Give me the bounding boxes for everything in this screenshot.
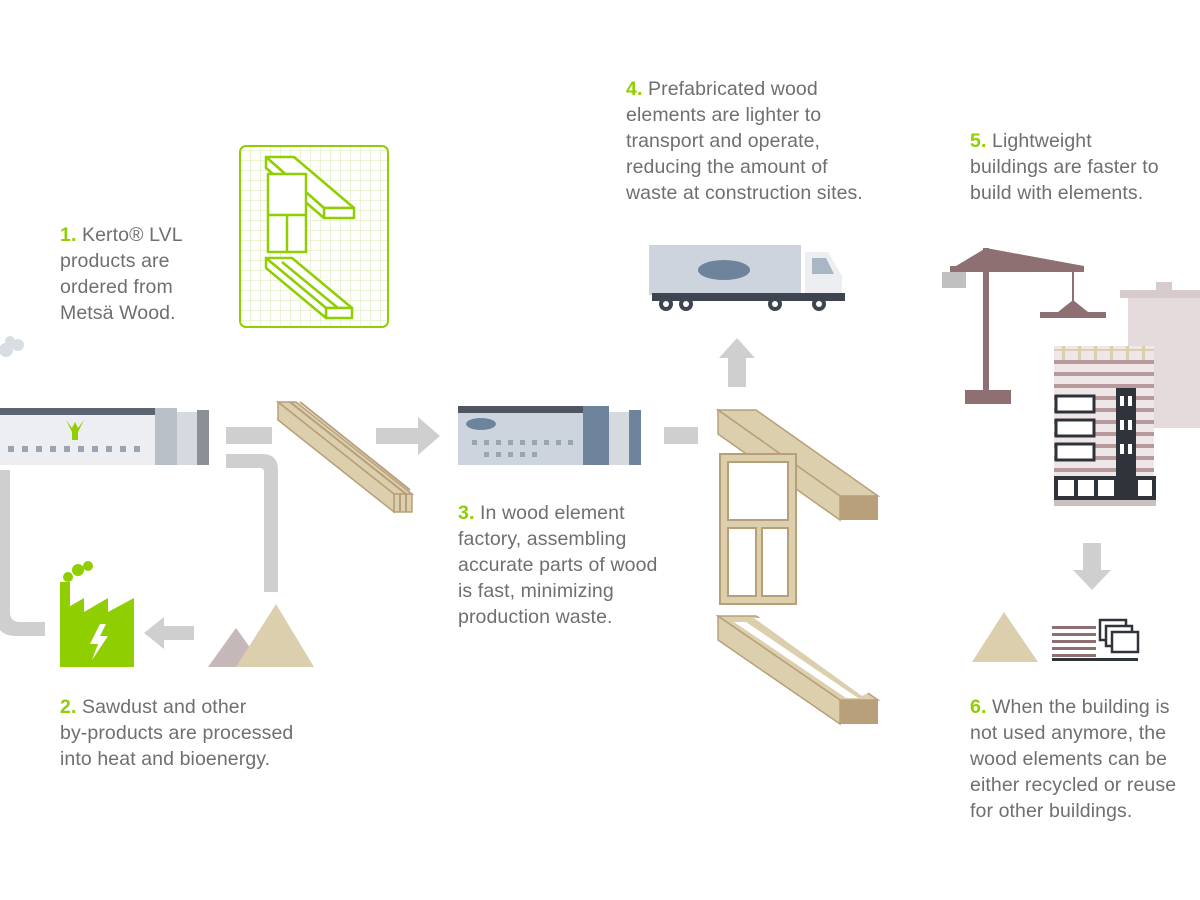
element-factory-icon [458, 406, 641, 465]
ordered-elements-icon [239, 145, 389, 328]
step-number: 2. [60, 696, 77, 718]
step-5-caption: 5. Lightweight buildings are faster to b… [970, 130, 1159, 204]
lvl-factory-icon [0, 336, 209, 465]
construction-crane-icon [942, 248, 1106, 404]
step-number: 4. [626, 78, 643, 100]
recycle-pile-icon [972, 612, 1038, 662]
arrow-left-icon [144, 617, 194, 649]
step-number: 5. [970, 130, 987, 152]
arrow-up-icon [719, 338, 755, 387]
step-number: 3. [458, 502, 475, 524]
arrow-right-icon [376, 417, 440, 455]
sawdust-pile-icon [208, 604, 314, 667]
prefab-wood-elements-icon [715, 408, 881, 726]
building-icon [1054, 282, 1200, 506]
arrow-down-icon [1073, 543, 1111, 590]
step-number: 6. [970, 696, 987, 718]
lvl-boards-icon [275, 400, 415, 514]
reuse-elements-icon [1052, 618, 1140, 661]
step-4-caption: 4. Prefabricated wood elements are light… [626, 78, 863, 204]
bioenergy-plant-icon [60, 561, 134, 667]
step-2-caption: 2. Sawdust and other by-products are pro… [60, 696, 294, 770]
flow-connectors [0, 427, 698, 636]
step-number: 1. [60, 224, 77, 246]
truck-icon [649, 245, 845, 311]
step-3-caption: 3. In wood element factory, assembling a… [458, 502, 658, 628]
step-1-caption: 1. Kerto® LVL products are ordered from … [60, 224, 183, 324]
step-6-caption: 6. When the building is not used anymore… [970, 696, 1177, 822]
